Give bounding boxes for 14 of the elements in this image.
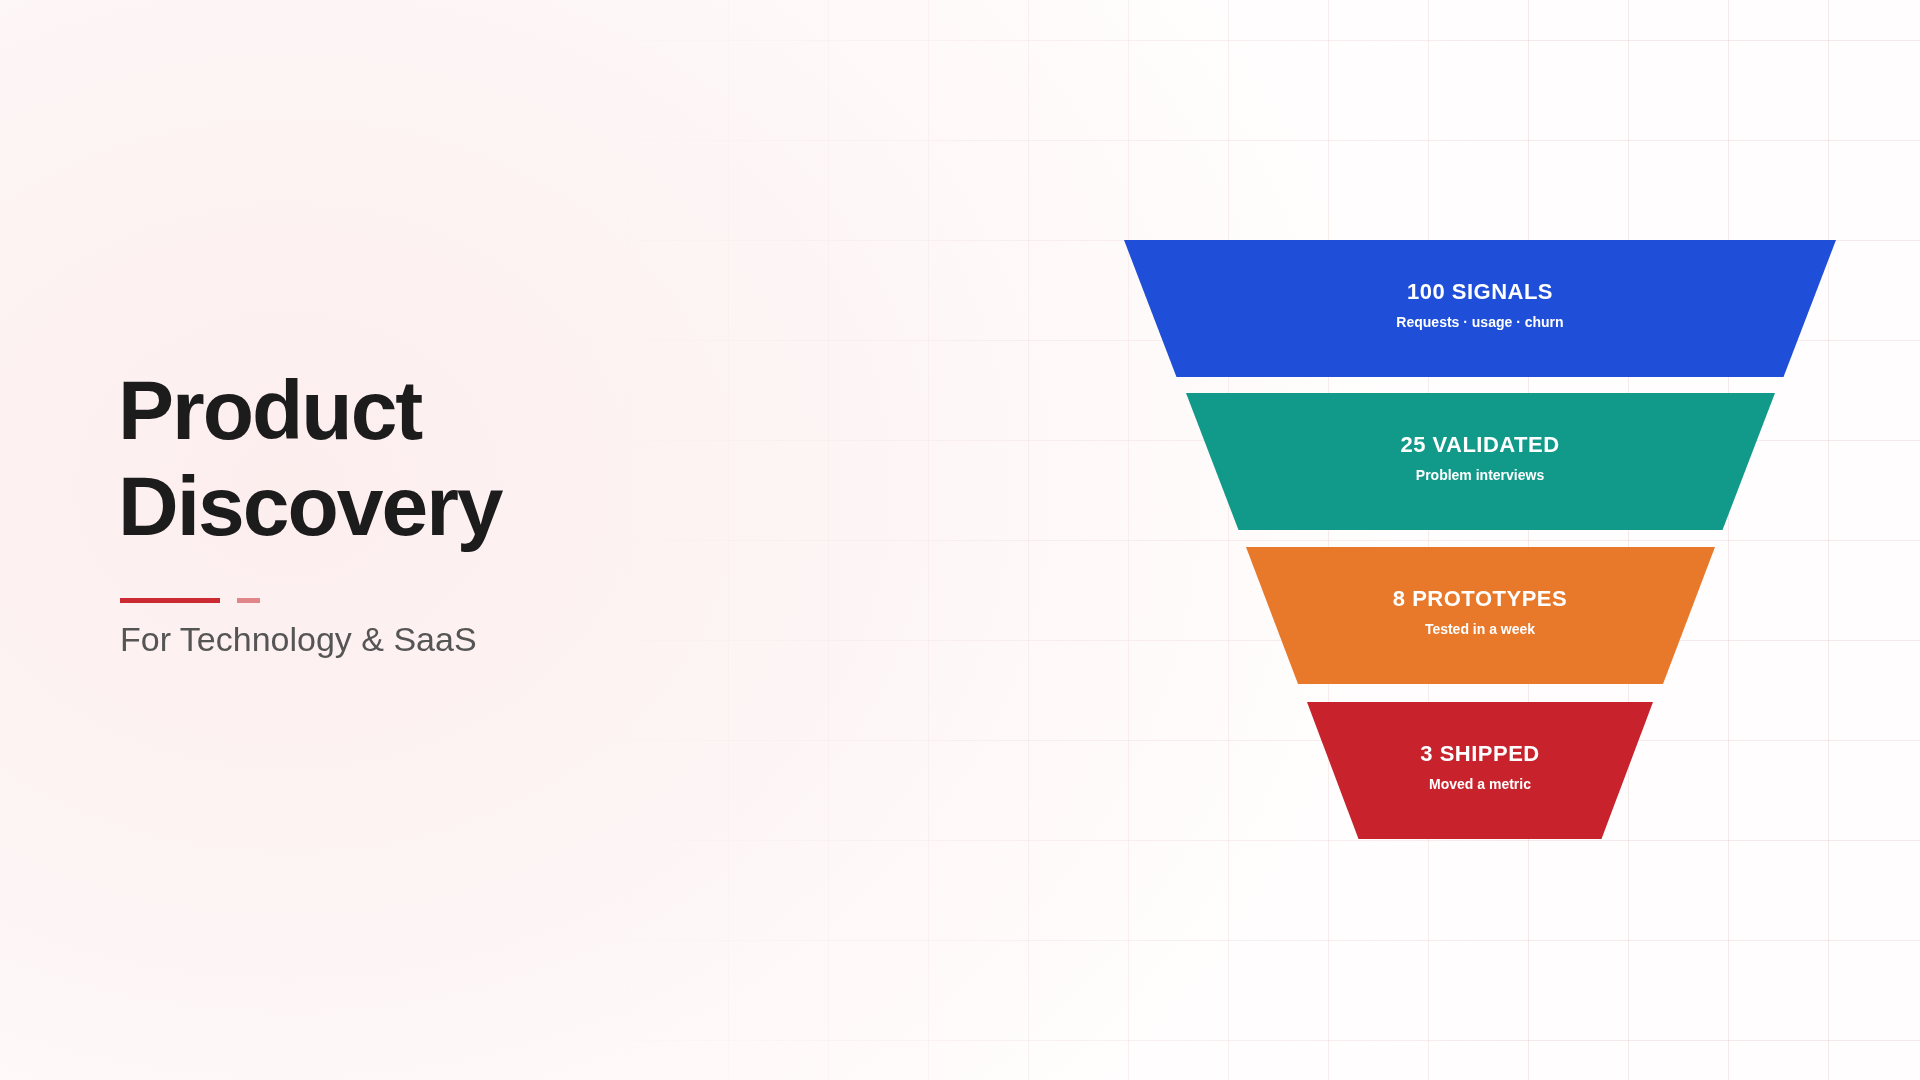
funnel-stage (1245, 547, 1715, 684)
stage-caption: Tested in a week (1424, 621, 1536, 637)
title: Product Discovery (118, 362, 504, 554)
funnel-stage (1307, 702, 1653, 839)
stage-caption: Moved a metric (1429, 776, 1531, 792)
funnel-stage (1185, 393, 1775, 530)
stage-caption: Requests · usage · churn (1396, 314, 1564, 330)
subtitle: For Technology & SaaS (120, 620, 477, 659)
stage-title: 25 VALIDATED (1400, 432, 1560, 458)
stage-title: 3 SHIPPED (1420, 741, 1540, 767)
stage-caption: Problem interviews (1415, 467, 1545, 483)
funnel-stage (1124, 240, 1836, 377)
stage-title: 8 PROTOTYPES (1392, 586, 1568, 612)
stage-title: 100 SIGNALS (1406, 279, 1554, 305)
